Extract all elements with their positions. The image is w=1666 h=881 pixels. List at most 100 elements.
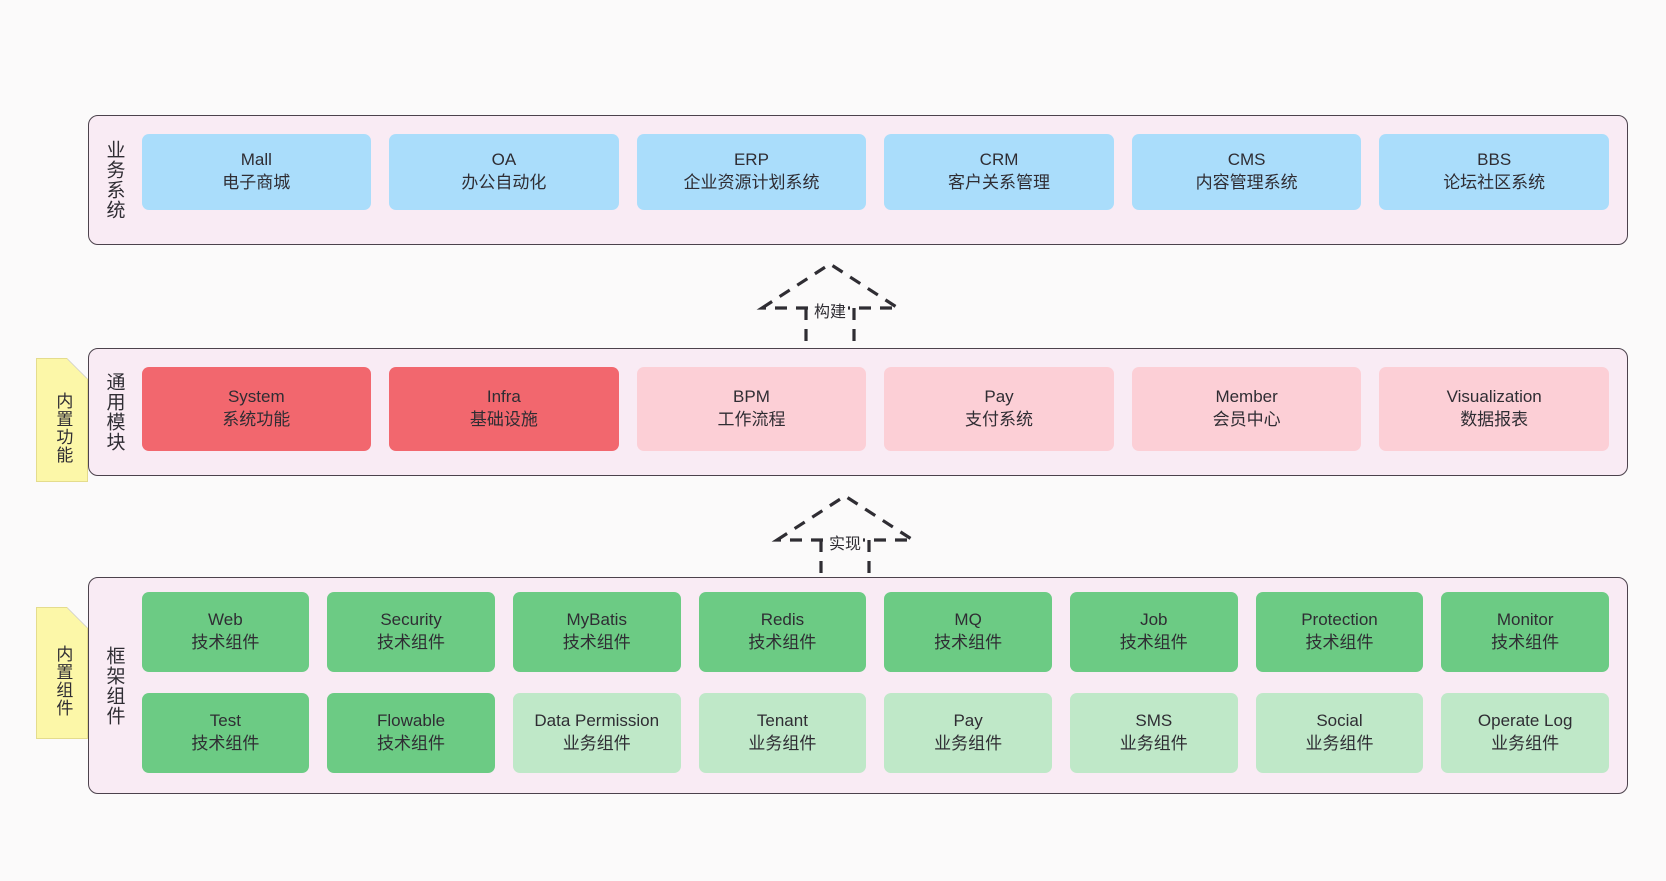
card-infra[interactable]: Infra 基础设施 xyxy=(389,367,619,451)
card-title: Web xyxy=(208,610,243,630)
card-title: Job xyxy=(1140,610,1168,630)
card-subtitle: 内容管理系统 xyxy=(1195,173,1298,192)
framework-row-technical: Web 技术组件 Security 技术组件 MyBatis 技术组件 Redi… xyxy=(141,592,1610,679)
card-title: Operate Log xyxy=(1477,710,1573,730)
connector-build: 构建 xyxy=(750,258,910,348)
card-subtitle: 技术组件 xyxy=(562,633,631,652)
card-title: Mall xyxy=(240,150,272,170)
card-sms[interactable]: SMS 业务组件 xyxy=(1069,692,1238,773)
layer-common-module: 通用模块 System 系统功能 Infra 基础设施 BPM 工作流程 Pay… xyxy=(88,348,1628,476)
card-title: Flowable xyxy=(377,710,446,730)
card-title: Pay xyxy=(984,387,1014,407)
card-subtitle: 支付系统 xyxy=(965,410,1034,429)
card-web[interactable]: Web 技术组件 xyxy=(141,592,310,672)
connector-build-label: 构建 xyxy=(811,298,849,322)
card-subtitle: 论坛社区系统 xyxy=(1443,173,1546,192)
layer-title-business: 业务系统 xyxy=(103,140,125,220)
card-subtitle: 技术组件 xyxy=(377,633,446,652)
card-protection[interactable]: Protection 技术组件 xyxy=(1255,592,1424,672)
card-subtitle: 技术组件 xyxy=(191,733,260,753)
card-crm[interactable]: CRM 客户关系管理 xyxy=(884,134,1114,210)
card-subtitle: 业务组件 xyxy=(562,733,631,753)
card-subtitle: 业务组件 xyxy=(1491,733,1560,753)
card-title: BBS xyxy=(1477,150,1512,170)
card-subtitle: 业务组件 xyxy=(1305,733,1374,753)
note-fold-cut xyxy=(67,358,88,379)
card-subtitle: 技术组件 xyxy=(934,633,1003,652)
connector-implement-label: 实现 xyxy=(826,530,864,554)
framework-card-grid: Web 技术组件 Security 技术组件 MyBatis 技术组件 Redi… xyxy=(132,578,1627,793)
card-mybatis[interactable]: MyBatis 技术组件 xyxy=(512,592,681,672)
card-title: Pay xyxy=(953,710,983,730)
card-subtitle: 工作流程 xyxy=(717,410,786,429)
implement-arrow-icon xyxy=(771,494,919,580)
card-title: SMS xyxy=(1135,710,1173,730)
card-title: Test xyxy=(209,710,241,730)
note-text: 内置功能 xyxy=(53,392,73,464)
card-title: CMS xyxy=(1227,150,1266,170)
card-redis[interactable]: Redis 技术组件 xyxy=(698,592,867,672)
card-member[interactable]: Member 会员中心 xyxy=(1131,367,1362,451)
card-title: ERP xyxy=(733,150,769,170)
card-title: Redis xyxy=(760,610,805,630)
card-pay-business[interactable]: Pay 业务组件 xyxy=(884,692,1052,773)
framework-row-business: Test 技术组件 Flowable 技术组件 Data Permission … xyxy=(141,692,1610,780)
card-title: Infra xyxy=(486,387,521,407)
card-bbs[interactable]: BBS 论坛社区系统 xyxy=(1379,134,1609,210)
note-fold-cut xyxy=(67,607,88,628)
card-job[interactable]: Job 技术组件 xyxy=(1069,592,1238,672)
business-card-list: Mall 电子商城 OA 办公自动化 ERP 企业资源计划系统 CRM 客户关系… xyxy=(132,116,1627,244)
card-flowable[interactable]: Flowable 技术组件 xyxy=(327,692,495,773)
card-subtitle: 数据报表 xyxy=(1460,410,1529,429)
card-pay[interactable]: Pay 支付系统 xyxy=(884,367,1114,451)
layer-title-framework: 框架组件 xyxy=(103,645,125,726)
layer-framework-component: 框架组件 Web 技术组件 Security 技术组件 MyBatis 技术组件… xyxy=(88,577,1628,794)
card-title: Visualization xyxy=(1446,387,1542,407)
card-subtitle: 基础设施 xyxy=(469,410,538,429)
card-erp[interactable]: ERP 企业资源计划系统 xyxy=(636,134,867,210)
card-system[interactable]: System 系统功能 xyxy=(141,367,372,451)
card-social[interactable]: Social 业务组件 xyxy=(1255,692,1424,773)
note-builtin-components: 内置组件 xyxy=(36,607,88,739)
card-title: Tenant xyxy=(756,710,808,730)
card-title: CRM xyxy=(979,150,1019,170)
connector-implement: 实现 xyxy=(765,490,925,580)
card-data-permission[interactable]: Data Permission 业务组件 xyxy=(512,692,681,773)
card-subtitle: 会员中心 xyxy=(1212,410,1281,429)
card-mall[interactable]: Mall 电子商城 xyxy=(141,134,372,210)
note-text: 内置组件 xyxy=(53,645,73,717)
card-title: Social xyxy=(1316,710,1363,730)
card-subtitle: 技术组件 xyxy=(377,733,446,753)
card-subtitle: 技术组件 xyxy=(191,633,260,652)
card-security[interactable]: Security 技术组件 xyxy=(327,592,495,672)
card-title: Security xyxy=(380,610,442,630)
card-test[interactable]: Test 技术组件 xyxy=(141,692,310,773)
common-card-list: System 系统功能 Infra 基础设施 BPM 工作流程 Pay 支付系统… xyxy=(132,349,1627,475)
card-mq[interactable]: MQ 技术组件 xyxy=(884,592,1052,672)
card-title: Data Permission xyxy=(534,710,660,730)
card-monitor[interactable]: Monitor 技术组件 xyxy=(1441,592,1610,672)
card-subtitle: 技术组件 xyxy=(1119,633,1188,652)
layer-business-system: 业务系统 Mall 电子商城 OA 办公自动化 ERP 企业资源计划系统 CRM… xyxy=(88,115,1628,245)
card-subtitle: 业务组件 xyxy=(748,733,817,753)
card-title: Protection xyxy=(1301,610,1378,630)
card-cms[interactable]: CMS 内容管理系统 xyxy=(1131,134,1362,210)
card-subtitle: 技术组件 xyxy=(1491,633,1560,652)
card-subtitle: 系统功能 xyxy=(222,410,291,429)
note-builtin-features: 内置功能 xyxy=(36,358,88,482)
card-title: OA xyxy=(491,150,517,170)
layer-title-common: 通用模块 xyxy=(103,372,125,452)
card-visualization[interactable]: Visualization 数据报表 xyxy=(1379,367,1609,451)
card-title: System xyxy=(227,387,285,407)
card-title: Monitor xyxy=(1496,610,1554,630)
card-subtitle: 技术组件 xyxy=(1305,633,1374,652)
card-tenant[interactable]: Tenant 业务组件 xyxy=(698,692,867,773)
card-bpm[interactable]: BPM 工作流程 xyxy=(636,367,867,451)
card-operate-log[interactable]: Operate Log 业务组件 xyxy=(1441,692,1610,773)
card-subtitle: 业务组件 xyxy=(1119,733,1188,753)
card-title: BPM xyxy=(733,387,770,407)
card-oa[interactable]: OA 办公自动化 xyxy=(389,134,619,210)
card-subtitle: 业务组件 xyxy=(934,733,1003,753)
card-subtitle: 客户关系管理 xyxy=(948,173,1051,192)
